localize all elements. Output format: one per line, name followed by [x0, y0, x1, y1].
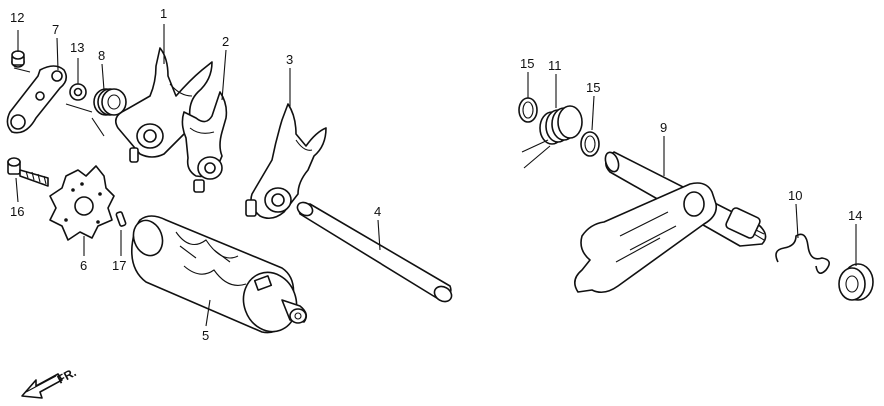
label-1: 1	[160, 6, 167, 21]
label-11: 11	[548, 58, 562, 73]
part-10-spring	[775, 233, 830, 274]
part-13-washer	[69, 83, 87, 101]
part-15a-circlip	[518, 97, 538, 123]
label-6: 6	[80, 258, 87, 273]
part-4-fork-shaft	[296, 201, 453, 303]
label-16: 16	[10, 204, 24, 219]
label-5: 5	[202, 328, 209, 343]
label-15a: 15	[520, 56, 534, 71]
label-8: 8	[98, 48, 105, 63]
label-7: 7	[52, 22, 59, 37]
label-14: 14	[848, 208, 862, 223]
leader-lines	[15, 24, 857, 327]
part-12-bolt	[11, 50, 31, 73]
part-3-shift-fork	[245, 103, 327, 220]
front-direction-label: FR.	[55, 365, 79, 386]
label-2: 2	[222, 34, 229, 49]
part-2-shift-fork	[181, 91, 228, 193]
label-10: 10	[788, 188, 802, 203]
part-11-return-spring	[521, 105, 583, 169]
part-1-shift-fork	[114, 47, 213, 163]
label-13: 13	[70, 40, 84, 55]
label-9: 9	[660, 120, 667, 135]
part-9-gearshift-spindle	[574, 151, 767, 294]
label-3: 3	[286, 52, 293, 67]
part-7-stopper-arm	[6, 65, 68, 134]
part-15b-circlip	[580, 131, 600, 157]
part-5-shift-drum	[130, 215, 308, 334]
part-16-bolt	[7, 157, 49, 187]
front-direction-arrow	[21, 373, 63, 399]
label-4: 4	[374, 204, 381, 219]
part-8-spring	[65, 88, 127, 137]
part-17-pin	[115, 211, 127, 227]
label-15b: 15	[586, 80, 600, 95]
part-6-cam-plate	[49, 165, 115, 241]
label-17: 17	[112, 258, 126, 273]
part-14-oil-seal	[838, 263, 874, 301]
label-12: 12	[10, 10, 24, 25]
